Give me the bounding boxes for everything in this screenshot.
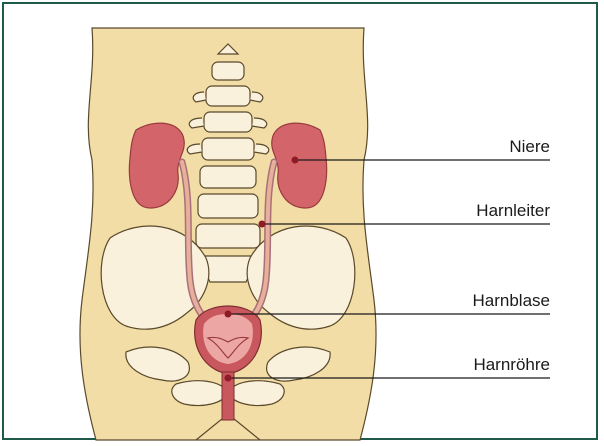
label-harnblase: Harnblase xyxy=(473,291,551,310)
label-harnroehre: Harnröhre xyxy=(473,355,550,374)
label-niere: Niere xyxy=(509,137,550,156)
label-harnleiter: Harnleiter xyxy=(476,201,550,220)
